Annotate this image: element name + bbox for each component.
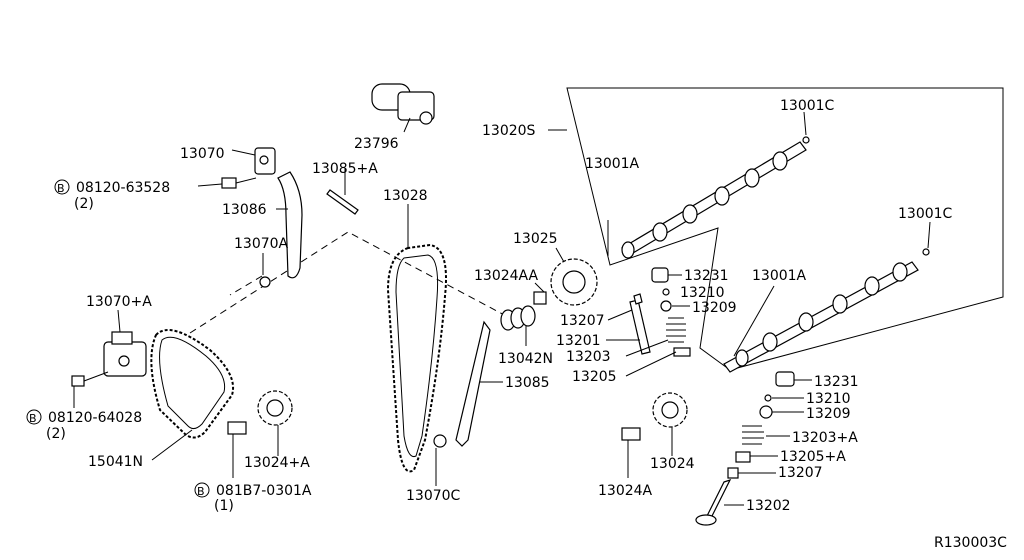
label-23796: 23796 xyxy=(354,136,399,152)
label-13024aa: 13024AA xyxy=(474,268,539,284)
bolt-081b7-0301a xyxy=(227,421,247,478)
cam-sprocket-13025 xyxy=(550,247,598,306)
camshaft-group-outline xyxy=(566,87,1004,371)
label-bolt-08120-64028-qty: (2) xyxy=(46,426,66,442)
valve-train-upper xyxy=(606,267,691,377)
label-bolt-08120-63528-qty: (2) xyxy=(74,196,94,212)
sprocket-13024 xyxy=(652,392,688,456)
bolt-08120-63528 xyxy=(197,177,257,189)
label-13028: 13028 xyxy=(383,188,428,204)
valve-train-lower xyxy=(695,371,812,526)
bolt-13024aa xyxy=(533,282,547,305)
label-13231-bottom: 13231 xyxy=(814,374,859,390)
bolt-13024a xyxy=(621,427,641,478)
label-13001c-top: 13001C xyxy=(780,98,835,114)
camshaft-upper xyxy=(607,111,810,259)
bolt-b-letter-1: B xyxy=(57,182,65,195)
bolt-13070a xyxy=(259,253,271,288)
label-bolt-08120-64028: 08120-64028 xyxy=(48,410,142,426)
label-13210-top: 13210 xyxy=(680,285,725,301)
tensioner-13070pa xyxy=(103,309,147,377)
label-13210-bottom: 13210 xyxy=(806,391,851,407)
label-13070c: 13070C xyxy=(406,488,461,504)
bolt-b-letter-3: B xyxy=(197,485,205,498)
label-13203a: 13203+A xyxy=(792,430,858,446)
label-13086: 13086 xyxy=(222,202,267,218)
label-13231-top: 13231 xyxy=(684,268,729,284)
seals-13042n xyxy=(500,305,536,346)
assembly-dash-line xyxy=(189,231,511,334)
label-13070a: 13070A xyxy=(234,236,289,252)
diagram-ref-code: R130003C xyxy=(934,535,1007,551)
label-13025: 13025 xyxy=(513,231,558,247)
label-bolt-081b7-0301a-qty: (1) xyxy=(214,498,234,514)
chain-guide-13085 xyxy=(455,320,503,447)
label-13001a-right: 13001A xyxy=(752,268,807,284)
label-13024a-sprocket: 13024+A xyxy=(244,455,310,471)
label-13042n: 13042N xyxy=(498,351,553,367)
label-13085: 13085 xyxy=(505,375,550,391)
label-13085a: 13085+A xyxy=(312,161,378,177)
timing-chain-13028 xyxy=(386,204,447,473)
label-13201: 13201 xyxy=(556,333,601,349)
label-13001c-right: 13001C xyxy=(898,206,953,222)
bolt-b-symbol-1 xyxy=(54,179,70,195)
label-13024a: 13024A xyxy=(598,483,653,499)
label-15041n: 15041N xyxy=(88,454,143,470)
bolt-b-letter-2: B xyxy=(29,412,37,425)
label-13024: 13024 xyxy=(650,456,695,472)
label-13207-bottom: 13207 xyxy=(778,465,823,481)
label-13070pa: 13070+A xyxy=(86,294,152,310)
label-13207-top: 13207 xyxy=(560,313,605,329)
camshaft-lower xyxy=(723,221,931,373)
bolt-b-symbol-2 xyxy=(26,409,42,425)
tensioner-13070 xyxy=(231,147,276,175)
label-13001a-top: 13001A xyxy=(585,156,640,172)
lower-chain-15041n xyxy=(150,329,234,461)
label-13070: 13070 xyxy=(180,146,225,162)
chain-guide-13086 xyxy=(276,171,303,279)
label-bolt-08120-63528: 08120-63528 xyxy=(76,180,170,196)
label-13202: 13202 xyxy=(746,498,791,514)
bolt-b-symbol-3 xyxy=(194,482,210,498)
label-13209-bottom: 13209 xyxy=(806,406,851,422)
label-13205a: 13205+A xyxy=(780,449,846,465)
bolt-13070c xyxy=(433,434,447,486)
label-13205: 13205 xyxy=(572,369,617,385)
bolt-08120-64028 xyxy=(71,371,109,408)
label-bolt-081b7-0301a: 081B7-0301A xyxy=(216,483,312,499)
label-13209-top: 13209 xyxy=(692,300,737,316)
cam-sensor-23796 xyxy=(371,83,435,133)
label-13203: 13203 xyxy=(566,349,611,365)
label-13020s: 13020S xyxy=(482,123,536,139)
sprocket-13024a xyxy=(257,390,293,456)
slipper-13085a xyxy=(326,168,359,215)
